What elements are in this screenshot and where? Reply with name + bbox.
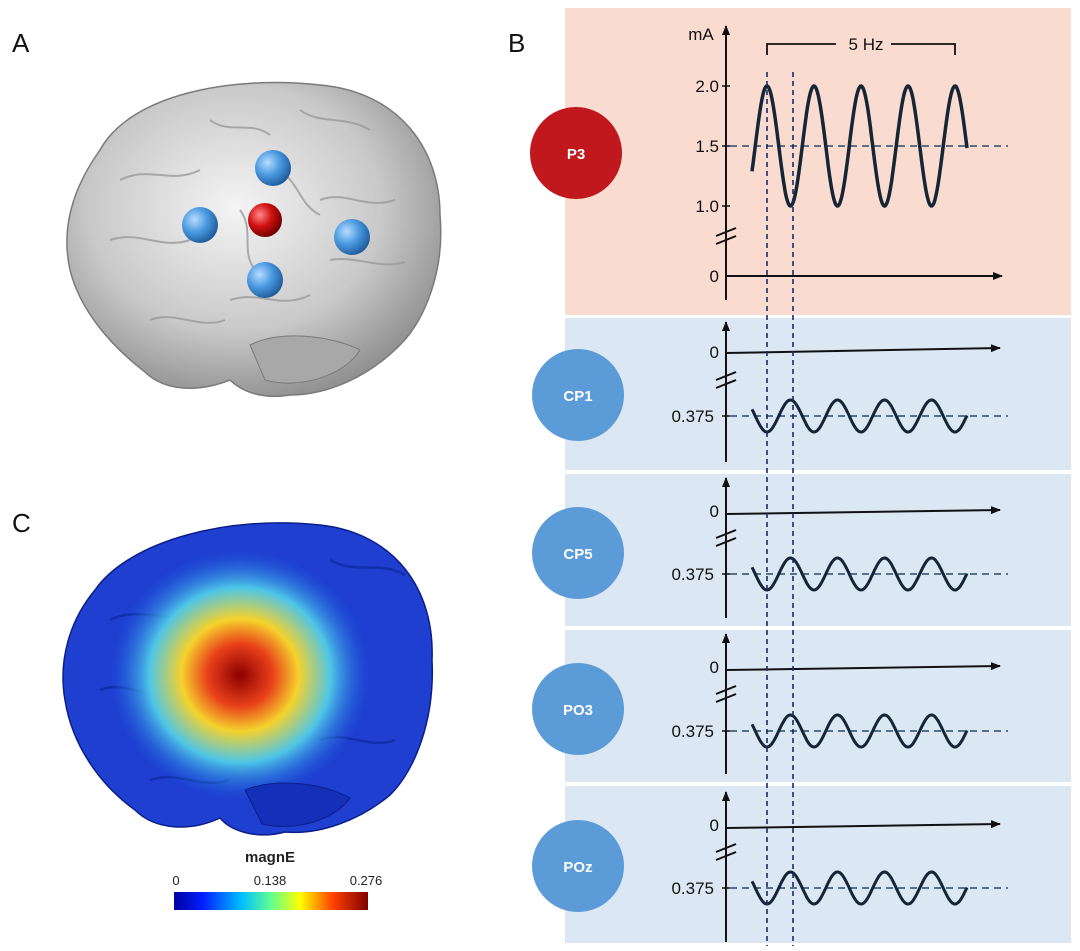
return-offset-label-cp5: 0.375 [671, 565, 714, 584]
main-tick-label-1-5: 1.5 [695, 137, 719, 156]
brain-montage-illustration [66, 81, 442, 398]
return-zero-label-poz: 0 [710, 816, 719, 835]
efield-hotspot [110, 550, 370, 800]
electrode-ball-right [334, 219, 370, 255]
return-axes-cp5 [715, 477, 1008, 618]
electrode-label-po3: PO3 [563, 702, 593, 719]
return-zero-label-cp5: 0 [710, 502, 719, 521]
main-tick-label-2-0: 2.0 [695, 77, 719, 96]
electrode-circle-cp5 [532, 507, 624, 599]
return-sine-wave-po3 [750, 713, 969, 749]
electrode-circle-cp1 [532, 349, 624, 441]
return-offset-label-po3: 0.375 [671, 722, 714, 741]
return-panel-poz [565, 786, 1071, 943]
brain-gray-sulci [109, 109, 406, 324]
frequency-label: 5 Hz [849, 35, 884, 54]
brain-gray-cerebellum [249, 335, 361, 384]
electrode-ball-top [255, 150, 291, 186]
electrode-label-p3: P3 [567, 146, 585, 163]
return-axes-cp1 [715, 321, 1008, 462]
electrode-ball-left [182, 207, 218, 243]
electrode-circle-p3 [530, 107, 622, 199]
waveform-diagram: P3 CP1 CP5 PO3 POz mA 2.0 1.5 1.0 0 5 Hz [530, 8, 1071, 946]
panel-letter-c: C [12, 508, 31, 538]
colorbar-gradient [174, 892, 368, 910]
return-axes-po3 [715, 633, 1008, 774]
main-y-unit: mA [688, 25, 714, 44]
colorbar-max-label: 0.276 [350, 873, 383, 888]
colorbar-mid-label: 0.138 [254, 873, 287, 888]
return-sine-wave-cp1 [750, 398, 969, 434]
return-sine-wave-cp5 [750, 556, 969, 592]
return-zero-label-cp1: 0 [710, 343, 719, 362]
return-panel-cp5 [565, 474, 1071, 626]
panel-letter-a: A [12, 28, 30, 58]
return-offset-label-cp1: 0.375 [671, 407, 714, 426]
return-axes-poz [715, 791, 1008, 942]
electrode-ball-center [248, 203, 282, 237]
electrode-label-cp5: CP5 [563, 546, 592, 563]
colorbar-title: magnE [245, 849, 295, 866]
electrode-ball-bottom [247, 262, 283, 298]
electrode-label-cp1: CP1 [563, 388, 592, 405]
return-panel-cp1 [565, 318, 1071, 470]
main-tick-label-0: 0 [710, 267, 719, 286]
colorbar: magnE 0 0.138 0.276 [172, 849, 382, 910]
main-tick-label-1-0: 1.0 [695, 197, 719, 216]
colorbar-min-label: 0 [172, 873, 179, 888]
return-sine-wave-poz [750, 870, 969, 906]
main-electrode-panel [565, 8, 1071, 315]
return-zero-label-po3: 0 [710, 658, 719, 677]
efield-brain-illustration [62, 522, 434, 836]
main-sine-wave [750, 84, 969, 208]
main-axis-break [715, 227, 737, 245]
brain-blue-cerebellum [244, 782, 351, 827]
return-offset-label-poz: 0.375 [671, 879, 714, 898]
return-panel-po3 [565, 630, 1071, 782]
electrode-circle-po3 [532, 663, 624, 755]
electrode-label-poz: POz [563, 859, 592, 876]
electrode-circle-poz [532, 820, 624, 912]
frequency-bracket [766, 43, 956, 55]
panel-letter-b: B [508, 28, 525, 58]
